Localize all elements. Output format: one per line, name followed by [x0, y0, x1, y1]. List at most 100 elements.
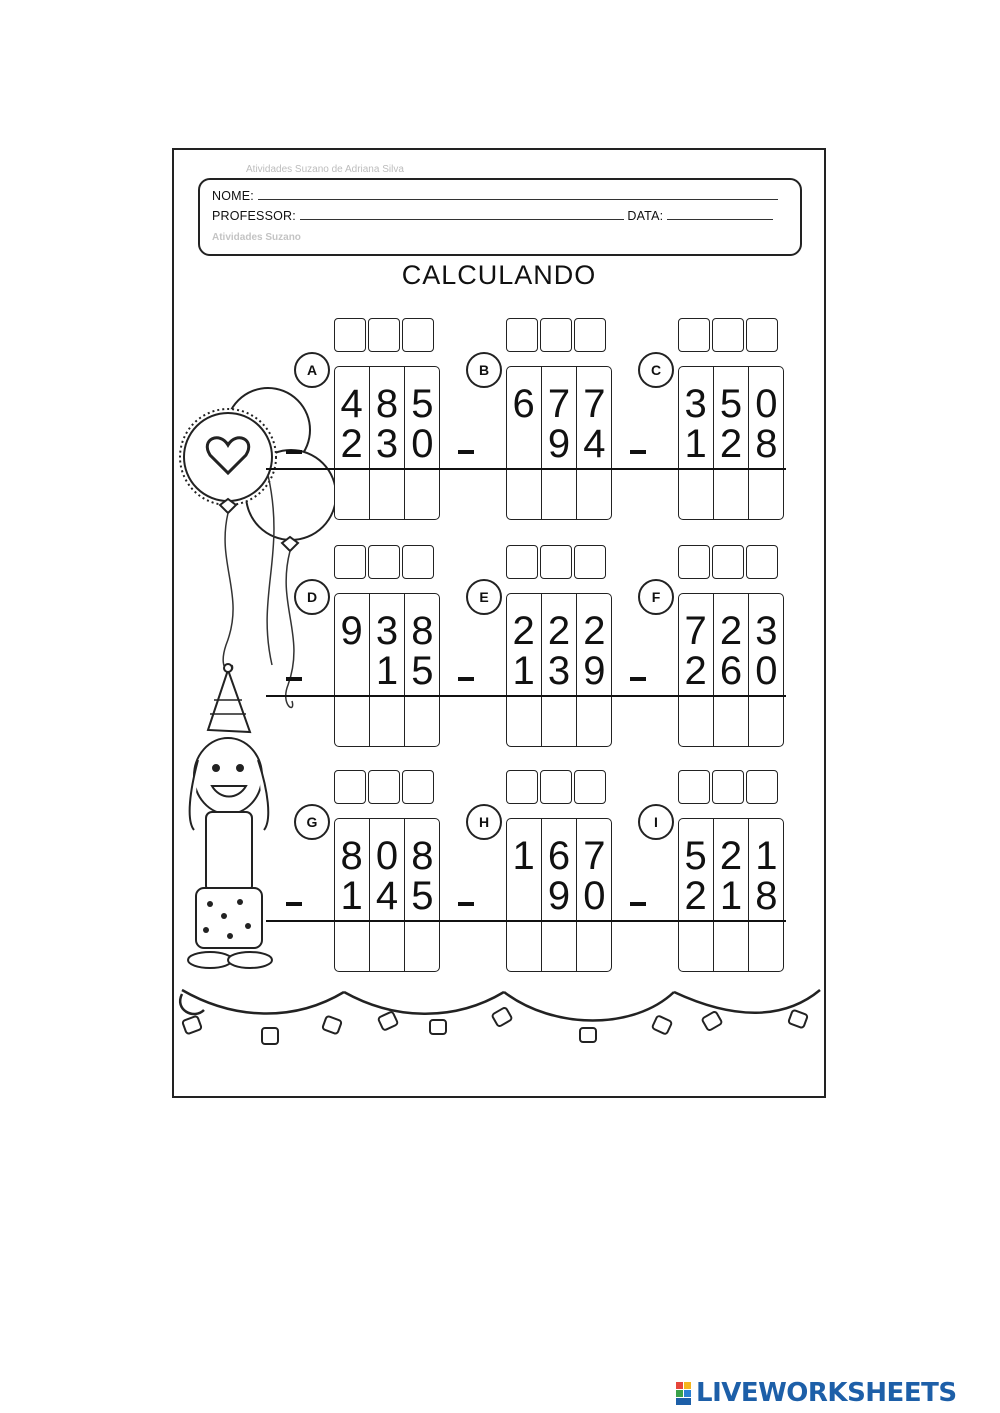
name-line: NOME: — [212, 188, 778, 203]
answer-digit-box[interactable] — [712, 545, 744, 579]
answer-digit-box[interactable] — [506, 770, 538, 804]
tens-column — [370, 594, 405, 746]
answer-boxes — [678, 545, 778, 579]
problem-letter-badge: F — [638, 579, 674, 615]
minuend-digit: 3 — [375, 609, 399, 653]
answer-digit-box[interactable] — [402, 545, 434, 579]
subtrahend-digit: 2 — [340, 422, 363, 466]
subtrahend-digit: 0 — [411, 422, 434, 466]
answer-digit-box[interactable] — [746, 318, 778, 352]
minus-sign-icon — [458, 450, 474, 454]
answer-digit-box[interactable] — [402, 770, 434, 804]
answer-digit-box[interactable] — [574, 545, 606, 579]
minuend-digit: 5 — [719, 382, 743, 426]
minus-sign-icon — [286, 902, 302, 906]
answer-digit-box[interactable] — [368, 545, 400, 579]
subtrahend-digit: 3 — [375, 422, 399, 466]
digit-columns — [334, 366, 440, 520]
answer-boxes — [678, 318, 778, 352]
minuend-digit: 3 — [755, 609, 778, 653]
answer-digit-box[interactable] — [540, 318, 572, 352]
date-field[interactable] — [667, 208, 773, 220]
minuend-digit: 8 — [411, 834, 434, 878]
answer-digit-box[interactable] — [746, 770, 778, 804]
answer-boxes — [506, 770, 606, 804]
answer-boxes — [678, 770, 778, 804]
answer-digit-box[interactable] — [540, 545, 572, 579]
hundreds-column — [335, 819, 370, 971]
answer-digit-box[interactable] — [712, 318, 744, 352]
page-title: CALCULANDO — [401, 260, 597, 290]
minuend-digit: 6 — [547, 834, 571, 878]
subtrahend-digit: 0 — [755, 649, 778, 693]
problem-letter-badge: C — [638, 352, 674, 388]
answer-digit-box[interactable] — [678, 770, 710, 804]
hundreds-column — [507, 594, 542, 746]
teacher-date-line: PROFESSOR: DATA: — [212, 208, 773, 223]
name-field[interactable] — [257, 188, 778, 200]
answer-digit-box[interactable] — [746, 545, 778, 579]
minuend-digit: 0 — [755, 382, 778, 426]
answer-digit-box[interactable] — [402, 318, 434, 352]
minuend-digit: 8 — [340, 834, 363, 878]
subtrahend-digit: 9 — [583, 649, 606, 693]
answer-digit-box[interactable] — [334, 318, 366, 352]
minus-sign-icon — [630, 902, 646, 906]
subtrahend-digit: 8 — [755, 874, 778, 918]
answer-digit-box[interactable] — [574, 770, 606, 804]
result-line — [266, 920, 442, 922]
answer-digit-box[interactable] — [574, 318, 606, 352]
problem-letter-badge: I — [638, 804, 674, 840]
subtrahend-digit: 1 — [684, 422, 707, 466]
problem-letter-badge: G — [294, 804, 330, 840]
subtrahend-digit: 9 — [547, 874, 571, 918]
minuend-digit: 2 — [719, 834, 743, 878]
minuend-digit: 0 — [375, 834, 399, 878]
answer-digit-box[interactable] — [678, 318, 710, 352]
problem-letter-badge: A — [294, 352, 330, 388]
answer-digit-box[interactable] — [506, 545, 538, 579]
answer-digit-box[interactable] — [712, 770, 744, 804]
minuend-digit: 7 — [583, 382, 606, 426]
watermark-top: Atividades Suzano de Adriana Silva — [246, 164, 404, 175]
answer-boxes — [334, 318, 434, 352]
answer-digit-box[interactable] — [368, 318, 400, 352]
worksheet-page: Atividades Suzano de Adriana Silva NOME:… — [172, 148, 826, 1098]
answer-digit-box[interactable] — [334, 545, 366, 579]
digit-columns — [506, 593, 612, 747]
teacher-field[interactable] — [299, 208, 624, 220]
minus-sign-icon — [458, 902, 474, 906]
minuend-digit: 2 — [512, 609, 535, 653]
answer-digit-box[interactable] — [540, 770, 572, 804]
answer-digit-box[interactable] — [678, 545, 710, 579]
minuend-digit: 5 — [684, 834, 707, 878]
tens-column — [542, 819, 577, 971]
result-line — [438, 920, 614, 922]
tens-column — [370, 819, 405, 971]
answer-digit-box[interactable] — [334, 770, 366, 804]
tens-column — [370, 367, 405, 519]
student-info-box: NOME: PROFESSOR: DATA: Atividades Suzano — [198, 178, 802, 256]
date-label: DATA: — [627, 209, 664, 223]
liveworksheets-logo: LIVEWORKSHEETS — [696, 1378, 957, 1408]
minuend-digit: 9 — [340, 609, 363, 653]
answer-digit-box[interactable] — [506, 318, 538, 352]
answer-boxes — [506, 318, 606, 352]
minus-sign-icon — [630, 450, 646, 454]
name-label: NOME: — [212, 189, 254, 203]
answer-digit-box[interactable] — [368, 770, 400, 804]
digit-columns — [506, 366, 612, 520]
